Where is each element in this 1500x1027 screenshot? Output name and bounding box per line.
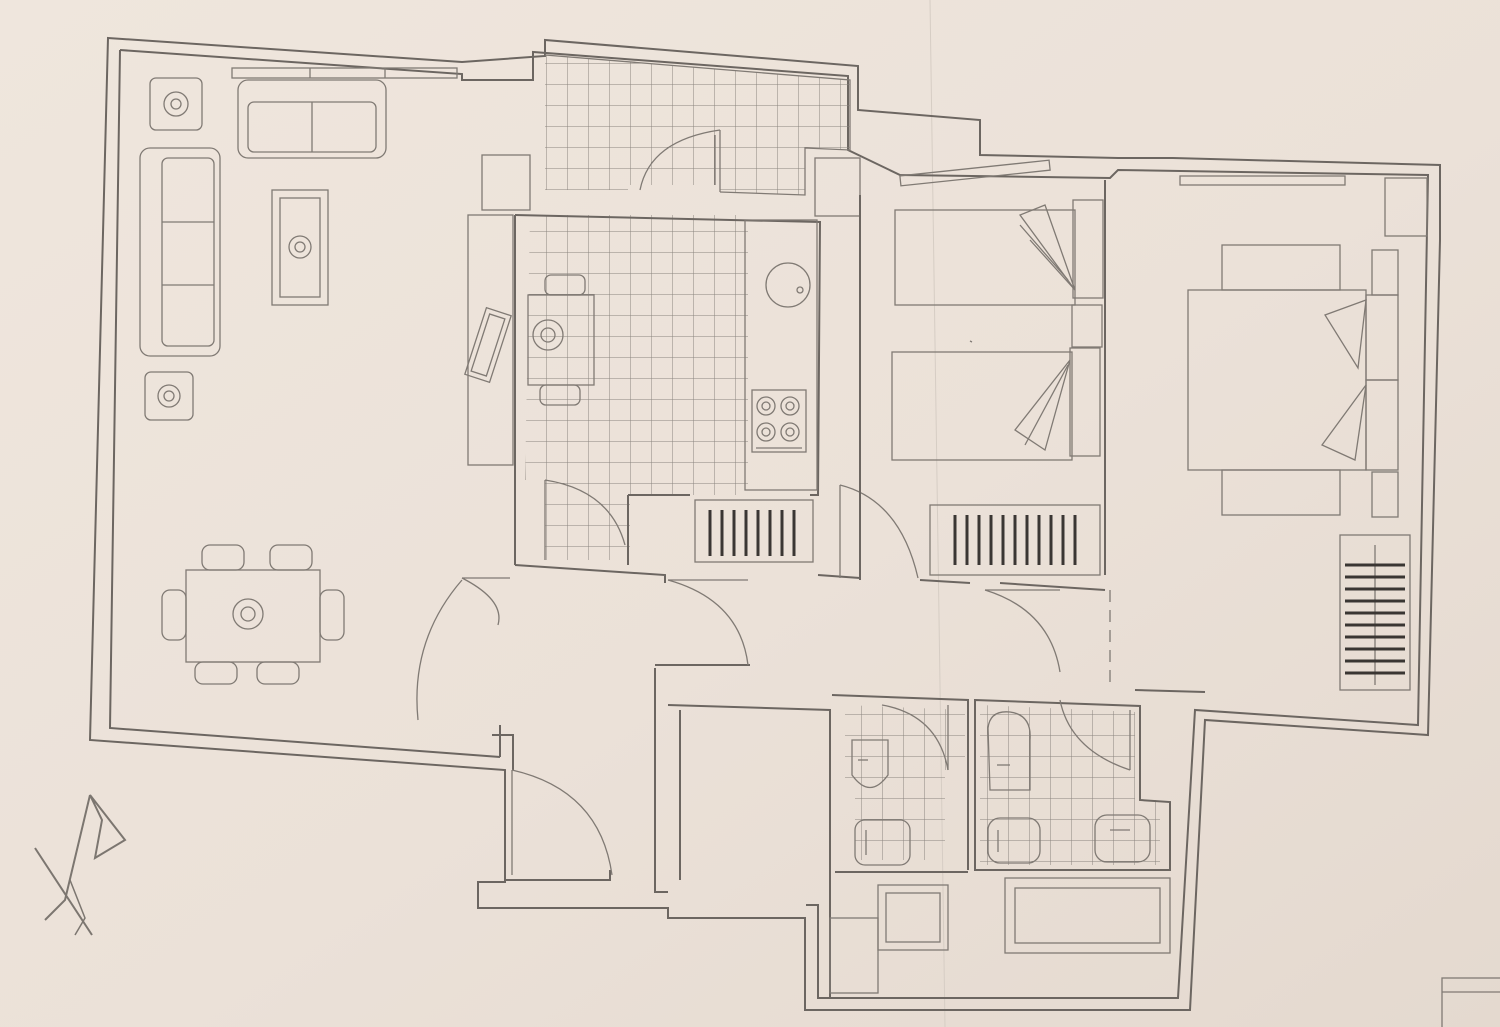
sofa-left xyxy=(139,147,221,357)
washbasin-1 xyxy=(854,819,911,866)
north-arrow-sketch xyxy=(34,794,127,936)
dining-table xyxy=(161,544,345,685)
cooktop xyxy=(751,389,807,453)
bathroom-2 xyxy=(974,698,1171,954)
outer-walls xyxy=(88,36,1441,1011)
bedroom-twin-radiator xyxy=(929,504,1101,576)
balcony xyxy=(544,54,851,196)
washbasin-2 xyxy=(987,817,1041,864)
side-table-top xyxy=(149,77,203,131)
bedroom-twin xyxy=(814,157,1106,673)
toilet-2 xyxy=(987,711,1031,791)
sofa-top xyxy=(237,79,387,159)
double-bed xyxy=(1187,244,1399,518)
side-table-bottom xyxy=(144,371,194,421)
kitchen xyxy=(514,214,822,565)
coffee-table xyxy=(271,189,329,306)
single-bed-2 xyxy=(891,347,1101,461)
kitchen-radiator xyxy=(694,499,814,563)
kitchen-sink xyxy=(765,262,811,308)
toilet-1 xyxy=(851,739,889,789)
wardrobe xyxy=(1339,534,1411,691)
living-room xyxy=(139,67,531,721)
bedroom-double xyxy=(1109,175,1428,693)
bidet-2 xyxy=(1094,814,1151,863)
hallway xyxy=(504,484,919,998)
single-bed-1 xyxy=(894,199,1104,306)
utility-cabinet xyxy=(829,917,879,994)
kitchen-table xyxy=(527,274,595,406)
bathroom-1 xyxy=(831,694,969,951)
piano xyxy=(464,306,512,384)
title-block xyxy=(1441,977,1500,1027)
